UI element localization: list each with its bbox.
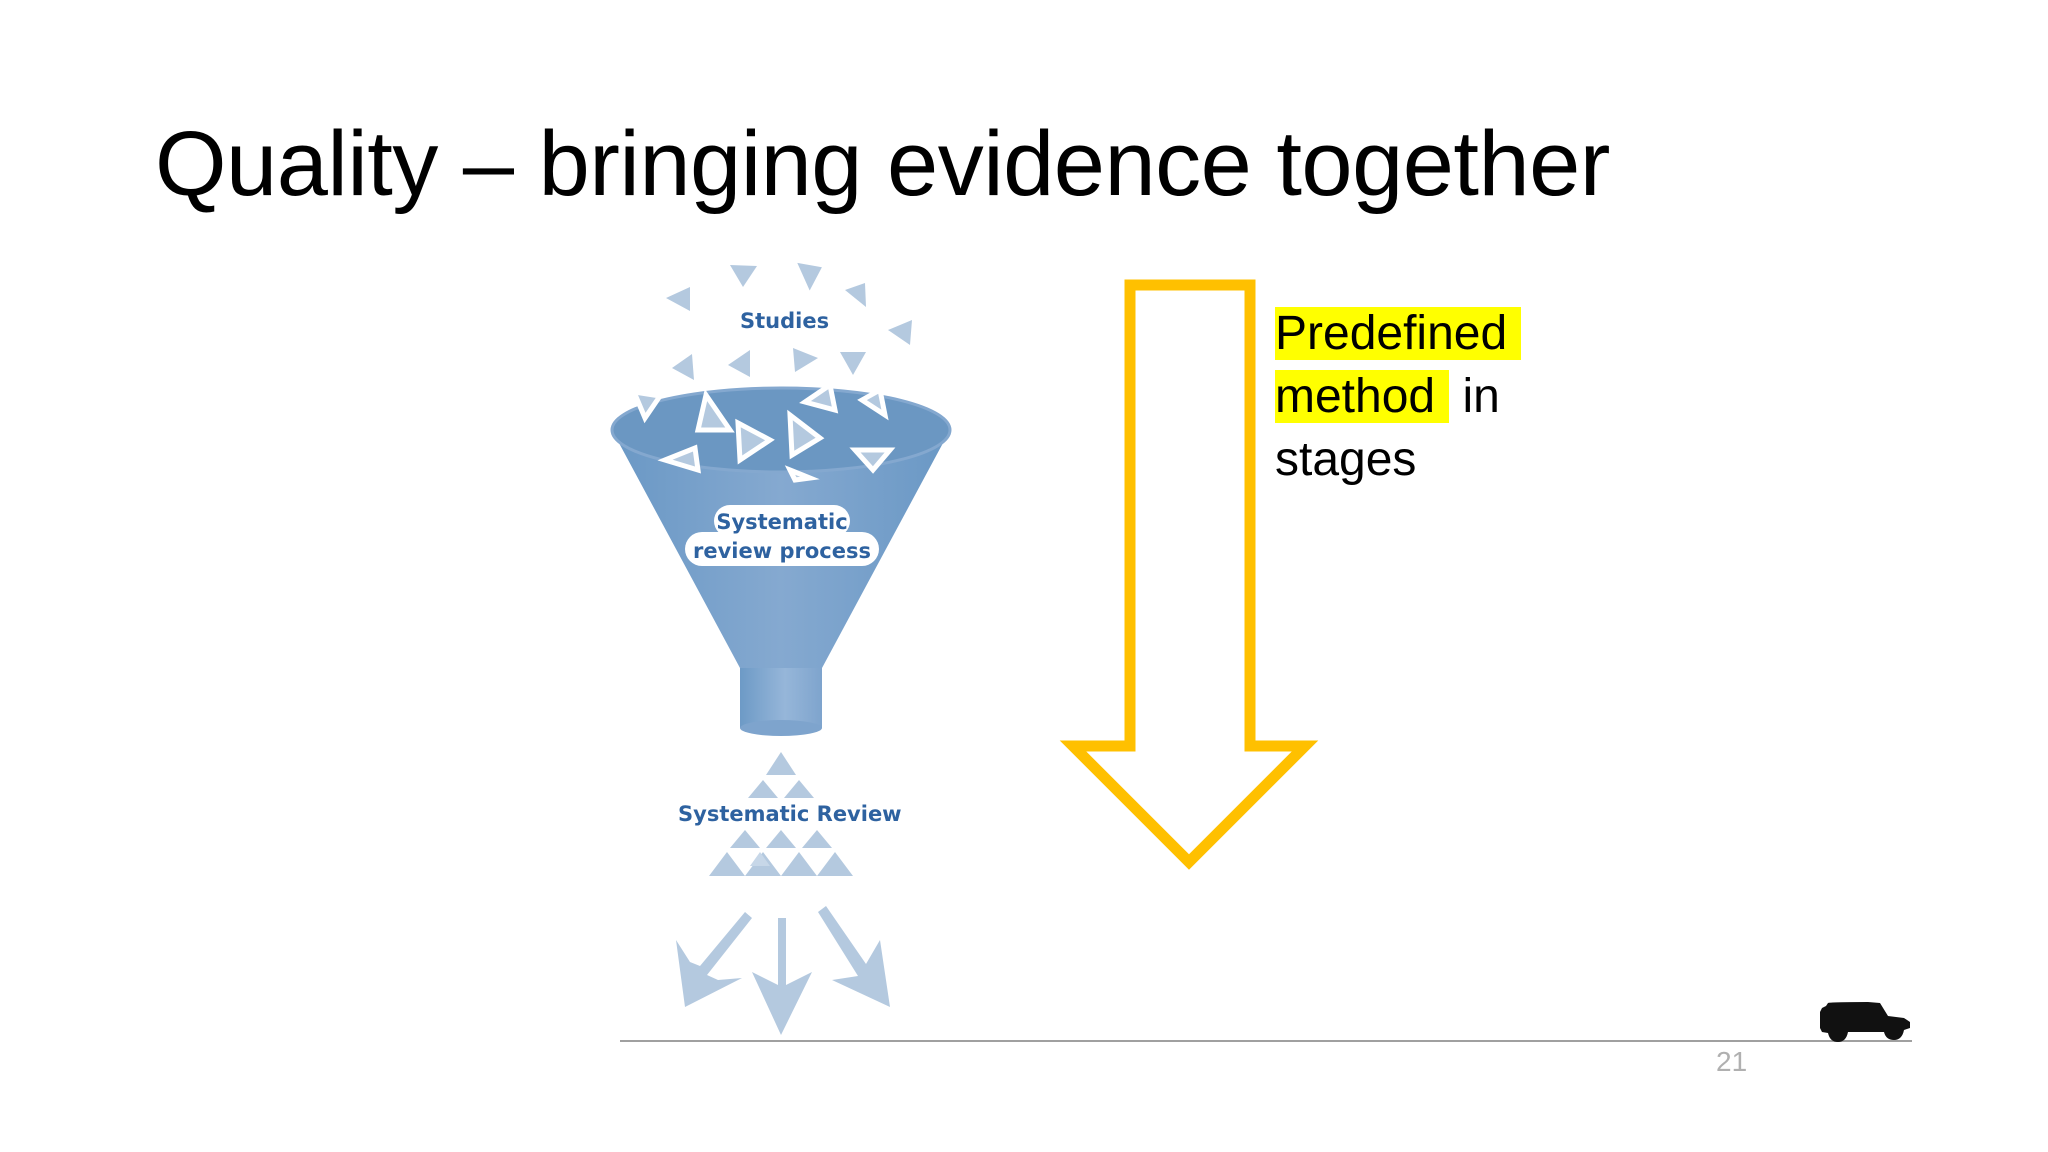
studies-label: Studies bbox=[740, 309, 830, 333]
funnel-spout bbox=[740, 668, 822, 728]
highlight-method: method bbox=[1275, 370, 1450, 423]
footer-divider bbox=[620, 1040, 1912, 1042]
page-number: 21 bbox=[1716, 1046, 1748, 1077]
text-stages: stages bbox=[1275, 433, 1417, 486]
process-down-arrow-icon bbox=[1059, 279, 1319, 870]
process-label-line2: review process bbox=[693, 539, 871, 563]
highlight-predefined: Predefined bbox=[1275, 307, 1522, 360]
process-label: Systematic review process bbox=[685, 508, 879, 566]
process-label-line1: Systematic bbox=[716, 510, 848, 534]
study-triangles bbox=[666, 262, 912, 380]
systematic-review-pyramid bbox=[709, 752, 853, 876]
funnel-triangles bbox=[629, 380, 896, 483]
output-arrows bbox=[676, 906, 890, 1035]
text-in: in bbox=[1449, 370, 1500, 423]
systematic-review-label: Systematic Review bbox=[678, 802, 902, 826]
predefined-method-text: Predefined method in stages bbox=[1275, 302, 1522, 491]
car-silhouette-icon bbox=[1820, 1002, 1910, 1042]
slide-title: Quality – bringing evidence together bbox=[155, 113, 1610, 215]
